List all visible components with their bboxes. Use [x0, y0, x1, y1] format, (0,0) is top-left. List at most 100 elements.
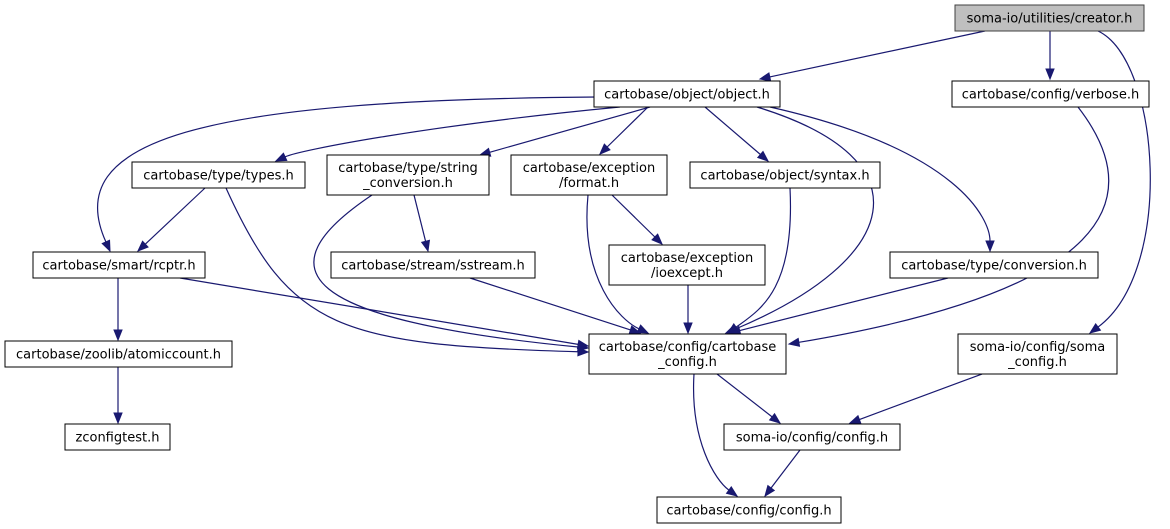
node-label: cartobase/zoolib/atomiccount.h: [16, 348, 221, 363]
edge-cartobase_config-to-somaio_config: [716, 373, 782, 424]
node-box: [723, 423, 901, 451]
node-object[interactable]: cartobase/object/object.h: [593, 80, 781, 108]
node-conversion[interactable]: cartobase/type/conversion.h: [889, 251, 1099, 279]
node-types[interactable]: cartobase/type/types.h: [131, 161, 306, 189]
edge-arrowhead: [756, 150, 770, 162]
node-label: _config.h: [657, 355, 717, 370]
edge-line: [798, 106, 1110, 343]
node-box: [593, 80, 781, 108]
edge-soma_config-to-somaio_config: [848, 373, 983, 424]
node-label: cartobase/object/syntax.h: [700, 169, 869, 184]
edge-line: [716, 373, 773, 418]
node-box: [689, 161, 881, 189]
edge-line: [769, 106, 991, 242]
node-label: cartobase/stream/sstream.h: [341, 259, 525, 274]
graph-nodes: soma-io/utilities/creator.h cartobase/obj…: [4, 4, 1150, 524]
edge-arrowhead: [1045, 68, 1055, 81]
node-string-conversion[interactable]: cartobase/type/string_conversion.h: [326, 154, 490, 196]
edge-cartobase_config-to-carto_config: [692, 373, 739, 497]
node-label: cartobase/object/object.h: [604, 88, 770, 103]
edge-arrowhead: [683, 322, 693, 335]
edge-rcptr-to-atomiccount: [113, 278, 123, 342]
edge-creator-to-verbose: [1045, 31, 1055, 81]
edge-line: [179, 277, 579, 345]
edge-line: [770, 449, 801, 489]
edge-creator-to-object: [758, 30, 986, 82]
edge-line: [1097, 30, 1151, 328]
edge-line: [692, 373, 730, 491]
node-box: [510, 154, 668, 196]
edge-arrowhead: [725, 485, 739, 497]
node-label: cartobase/type/string: [338, 161, 478, 176]
edge-line: [313, 194, 579, 348]
edge-line: [611, 194, 656, 238]
node-box: [131, 161, 306, 189]
edge-object-to-cartobase_config: [724, 106, 875, 334]
node-cartobase-config[interactable]: cartobase/config/cartobase_config.h: [588, 333, 787, 375]
edge-ioexcept-to-cartobase_config: [683, 285, 693, 335]
edge-object-to-conversion: [769, 106, 995, 253]
node-somaio-config[interactable]: soma-io/config/config.h: [723, 423, 901, 451]
node-syntax[interactable]: cartobase/object/syntax.h: [689, 161, 881, 189]
edge-arrowhead: [599, 143, 611, 155]
node-label: /ioexcept.h: [651, 266, 723, 281]
node-atomiccount[interactable]: cartobase/zoolib/atomiccount.h: [4, 340, 233, 368]
node-label: zconfigtest.h: [76, 431, 160, 446]
edge-arrowhead: [274, 152, 288, 162]
node-carto-config[interactable]: cartobase/config/config.h: [656, 496, 842, 524]
node-ioexcept[interactable]: cartobase/exception/ioexcept.h: [608, 244, 766, 286]
edge-verbose-to-cartobase_config: [787, 106, 1110, 347]
node-label: cartobase/type/types.h: [143, 169, 293, 184]
edge-arrowhead: [628, 325, 642, 335]
node-creator[interactable]: soma-io/utilities/creator.h: [954, 4, 1145, 32]
node-label: _conversion.h: [362, 176, 453, 191]
edge-format-to-ioexcept: [611, 194, 663, 245]
edge-creator-to-soma_config: [1088, 30, 1151, 334]
node-label: cartobase/config/config.h: [666, 504, 831, 519]
node-soma-config[interactable]: soma-io/config/soma_config.h: [957, 333, 1118, 375]
edge-line: [489, 106, 651, 153]
node-verbose[interactable]: cartobase/config/verbose.h: [951, 80, 1150, 108]
node-box: [954, 4, 1145, 32]
node-box: [889, 251, 1099, 279]
edge-line: [144, 187, 206, 245]
node-box: [957, 333, 1118, 375]
edge-conversion-to-cartobase_config: [728, 277, 949, 336]
node-label: soma-io/config/soma: [970, 340, 1106, 355]
node-box: [951, 80, 1150, 108]
edge-line: [225, 187, 579, 353]
edge-types-to-rcptr: [137, 187, 206, 252]
graph-edges: [96, 30, 1151, 498]
edge-object-to-string_conversion: [478, 106, 651, 157]
node-box: [4, 340, 233, 368]
edge-sstream-to-cartobase_config: [469, 277, 642, 335]
edge-arrowhead: [113, 329, 123, 342]
edge-object-to-rcptr: [96, 96, 598, 253]
edge-arrowhead: [848, 414, 862, 424]
node-rcptr[interactable]: cartobase/smart/rcptr.h: [32, 251, 206, 279]
edge-line: [704, 106, 761, 155]
node-label: /format.h: [559, 176, 619, 191]
node-box: [32, 251, 206, 279]
edge-arrowhead: [1088, 322, 1102, 334]
node-zconfigtest[interactable]: zconfigtest.h: [64, 423, 171, 451]
edge-arrowhead: [768, 412, 782, 424]
node-label: cartobase/config/cartobase: [599, 340, 777, 355]
edge-line: [586, 194, 640, 330]
edge-arrowhead: [101, 239, 111, 253]
edge-line: [734, 106, 875, 330]
edge-atomiccount-to-zconfigtest: [113, 367, 123, 425]
edge-object-to-syntax: [704, 106, 770, 162]
node-label: cartobase/exception: [621, 251, 753, 266]
node-label: cartobase/config/verbose.h: [962, 88, 1139, 103]
node-sstream[interactable]: cartobase/stream/sstream.h: [330, 251, 536, 279]
edge-line: [284, 106, 621, 158]
edge-arrowhead: [985, 240, 995, 253]
node-box: [64, 423, 171, 451]
node-format[interactable]: cartobase/exception/format.h: [510, 154, 668, 196]
edge-line: [413, 194, 427, 242]
node-box: [656, 496, 842, 524]
node-box: [326, 154, 490, 196]
edge-line: [859, 373, 983, 421]
